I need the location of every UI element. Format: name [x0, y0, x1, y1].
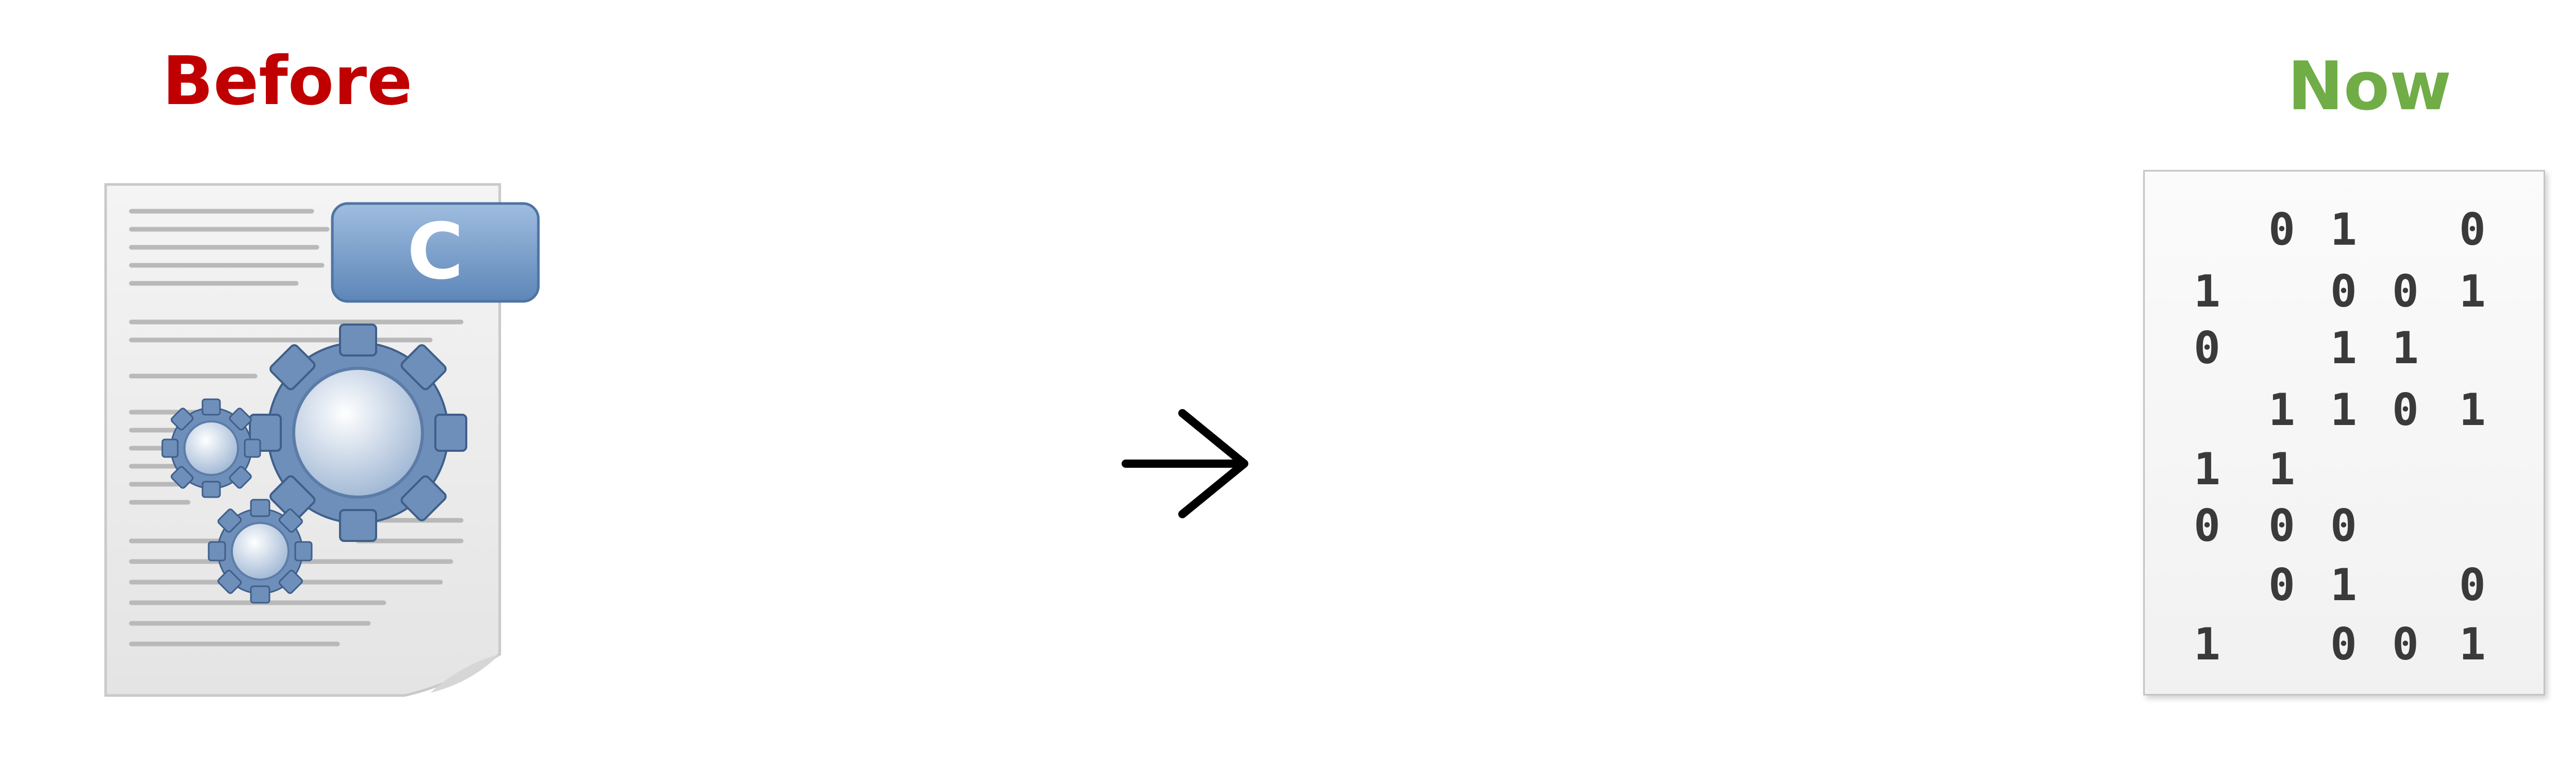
c-badge: C	[331, 202, 540, 303]
binary-digit: 0	[2392, 619, 2419, 670]
binary-digit: 1	[2459, 384, 2486, 436]
binary-digit: 1	[2194, 444, 2221, 495]
binary-digit: 0	[2392, 384, 2419, 436]
before-label: Before	[162, 42, 413, 120]
binary-digit: 1	[2392, 322, 2419, 374]
binary-digit: 0	[2459, 204, 2486, 256]
binary-digit: 1	[2330, 204, 2357, 256]
binary-digit: 0	[2268, 559, 2295, 611]
small-gear-left-icon	[161, 398, 261, 498]
binary-digit: 1	[2330, 322, 2357, 374]
binary-digit: 0	[2330, 500, 2357, 552]
binary-digit: 0	[2392, 266, 2419, 317]
binary-digit: 1	[2268, 384, 2295, 436]
large-gear-icon	[249, 324, 467, 542]
binary-digit: 0	[2268, 204, 2295, 256]
binary-digit: 0	[2330, 619, 2357, 670]
now-label: Now	[2287, 47, 2452, 125]
binary-digit: 1	[2459, 619, 2486, 670]
binary-digit: 1	[2459, 266, 2486, 317]
binary-digit: 1	[2268, 444, 2295, 495]
binary-digit: 1	[2330, 559, 2357, 611]
c-source-file-gears-icon: C	[104, 183, 540, 697]
c-badge-letter: C	[407, 207, 464, 297]
binary-digit: 0	[2459, 559, 2486, 611]
binary-digit: 1	[2194, 266, 2221, 317]
binary-digit: 1	[2194, 619, 2221, 670]
transform-arrow-icon	[1122, 409, 1248, 518]
binary-digit: 0	[2330, 266, 2357, 317]
binary-digit: 0	[2268, 500, 2295, 552]
binary-digit: 1	[2330, 384, 2357, 436]
binary-digit: 0	[2194, 500, 2221, 552]
small-gear-bottom-icon	[208, 499, 313, 604]
binary-digit: 0	[2194, 322, 2221, 374]
